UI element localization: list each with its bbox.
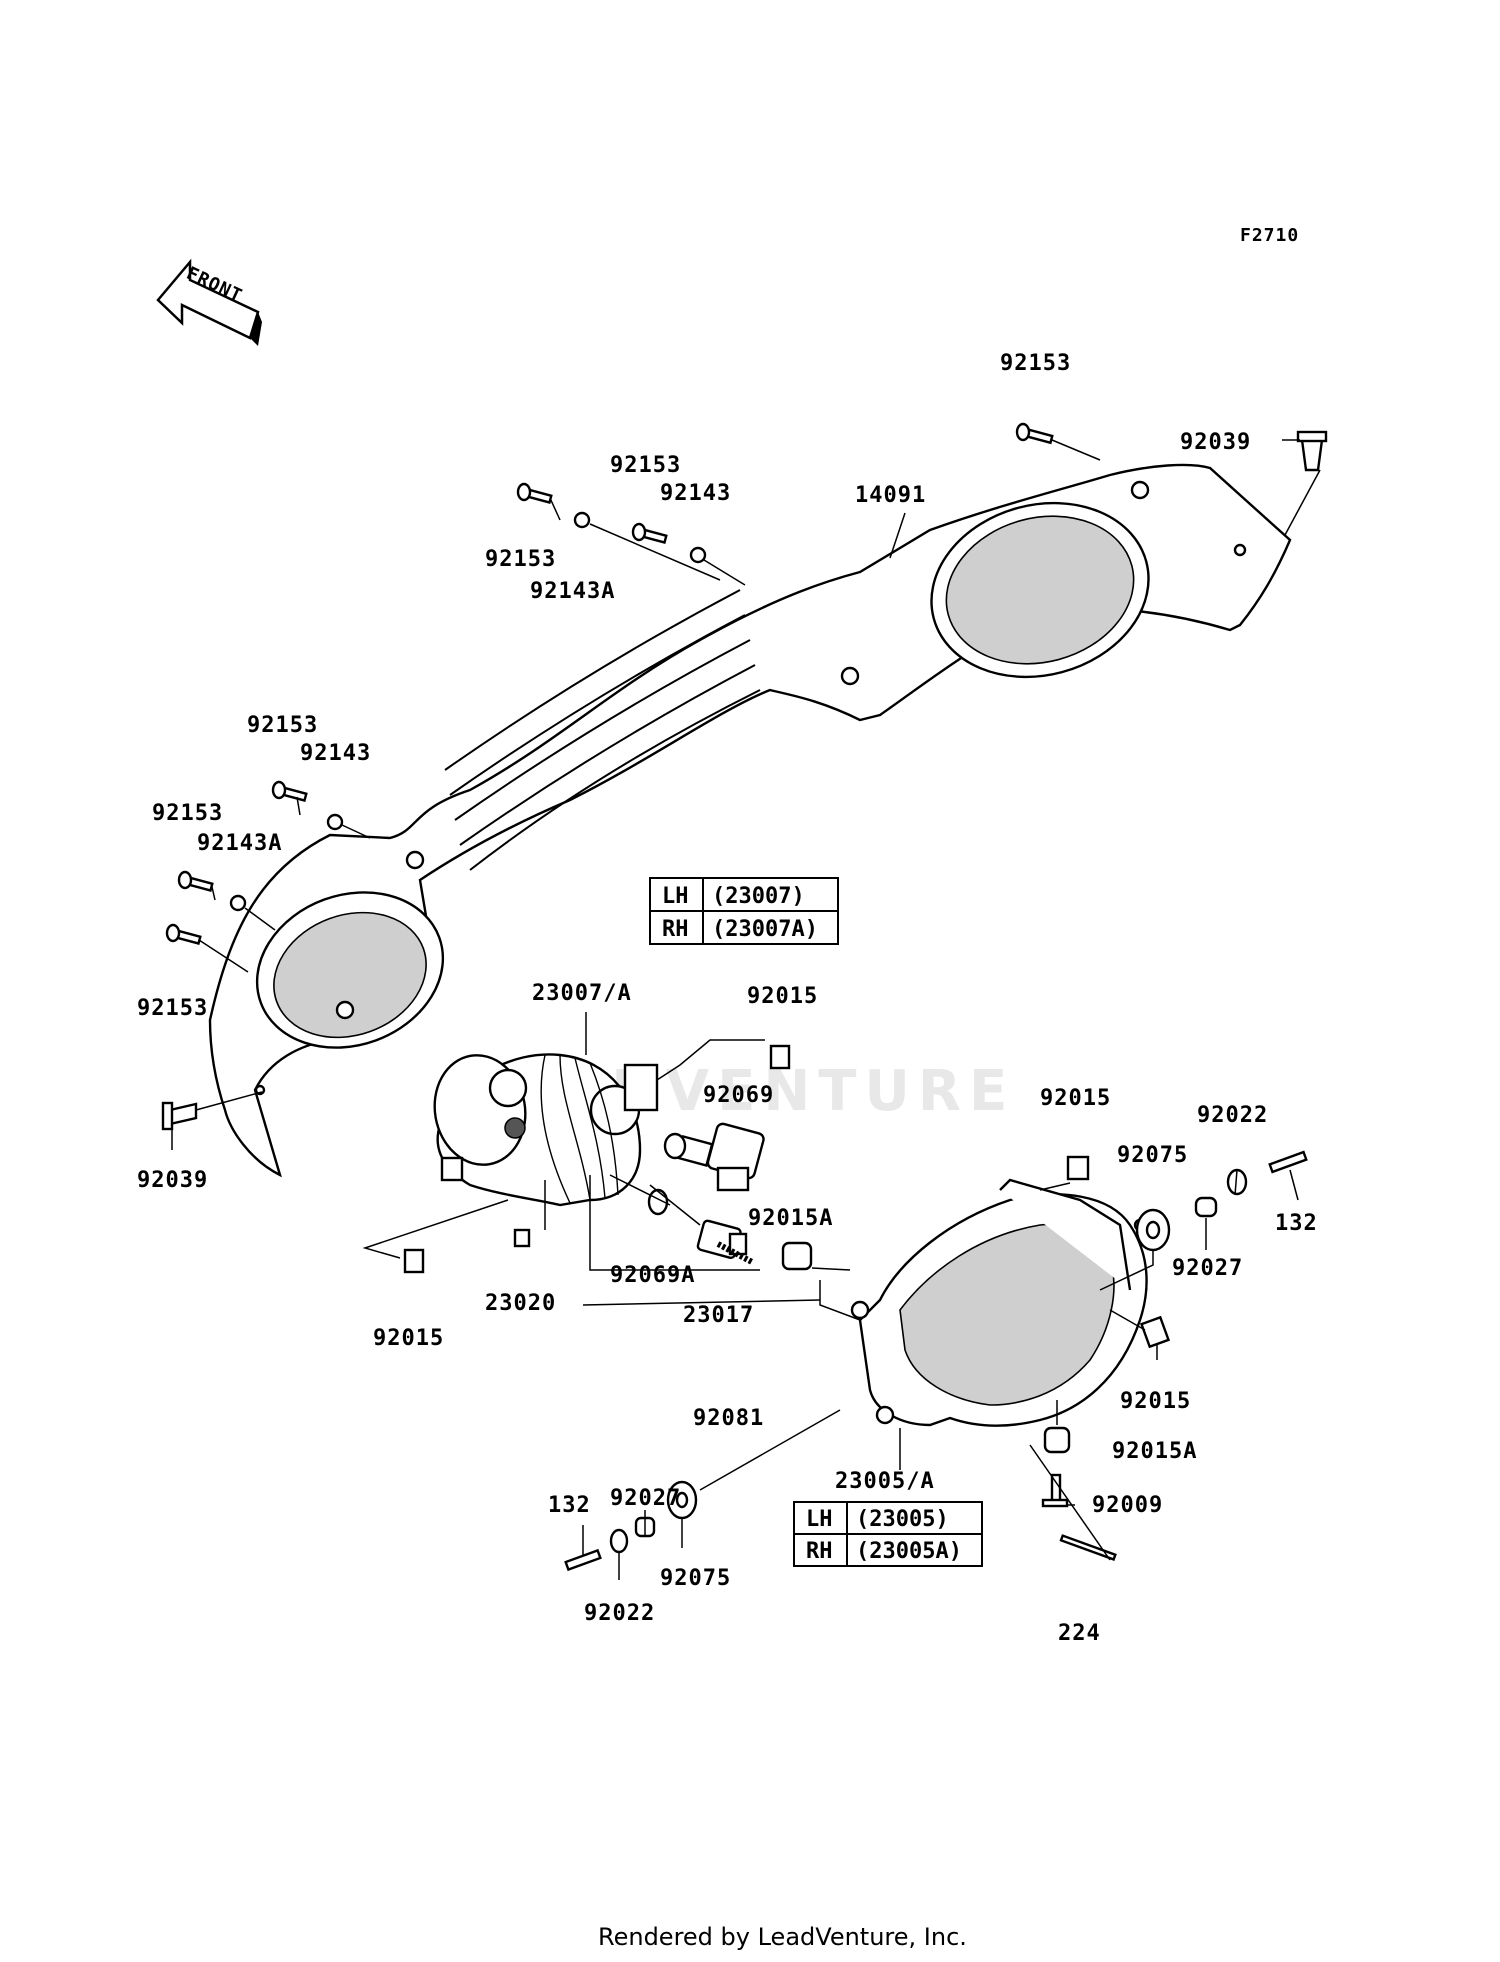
callout-132-right: 132 [1275,1211,1318,1236]
callout-92015A-b: 92015A [1112,1439,1197,1464]
callout-92015A-a: 92015A [748,1206,833,1231]
callout-92143-left: 92143 [300,741,371,766]
callout-labels: 92153 92039 92153 92143 14091 92153 9214… [137,351,1318,1646]
socket-23017 [706,1122,765,1192]
table-body-part-lh: (23005) [856,1507,949,1532]
clip-92039-left [161,1101,198,1131]
washer-92143A-top [573,511,591,529]
footer-credit: Rendered by LeadVenture, Inc. [598,1923,967,1951]
collar-92015A-upper [781,1241,813,1271]
clip-92015-left [403,1248,425,1274]
table-body-part-rh: (23005A) [856,1539,962,1564]
callout-92143-top: 92143 [660,481,731,506]
screw-92153-left2 [177,870,214,892]
callout-92022-right: 92022 [1197,1103,1268,1128]
callout-92015-c: 92015 [1040,1086,1111,1111]
bolt-132-left [564,1548,602,1572]
callout-92015-a: 92015 [747,984,818,1009]
callout-92039-right: 92039 [1180,430,1251,455]
bulb-92069 [663,1132,714,1167]
headlight-housing-23007 [433,1053,659,1207]
nut-23020 [513,1228,531,1248]
cover-grille [444,589,761,871]
clip-92015-right-lower [1139,1315,1171,1349]
table-body-lh-rh: LH (23005) RH (23005A) [793,1501,983,1567]
screw-92153-left3 [165,923,202,945]
callout-92022-left: 92022 [584,1601,655,1626]
screw-92153-top [1015,422,1054,445]
callout-92069A: 92069A [610,1263,695,1288]
spring-92081 [716,1241,754,1265]
callout-224: 224 [1058,1621,1101,1646]
figure-code: F2710 [1240,225,1299,246]
callout-92039-left: 92039 [137,1168,208,1193]
callout-23020: 23020 [485,1291,556,1316]
headlight-body-23005 [850,1178,1148,1427]
washer-92143-left [326,813,344,831]
callout-92069: 92069 [703,1083,774,1108]
table-housing-part-lh: (23007) [712,884,805,909]
washer-92143-top [689,546,707,564]
bolt-132-right [1268,1150,1308,1174]
callout-92009: 92009 [1092,1493,1163,1518]
screw-92153-mid [516,482,553,504]
clip-92039-right [1296,430,1328,472]
callout-92143A-left: 92143A [197,831,282,856]
screw-92153-left1 [271,780,308,802]
table-body-side-lh: LH [806,1507,833,1532]
callout-92027-left: 92027 [610,1486,681,1511]
callout-92081: 92081 [693,1406,764,1431]
spacer-92027-right [1194,1196,1218,1218]
callout-92027-right: 92027 [1172,1256,1243,1281]
callout-92015-b: 92015 [373,1326,444,1351]
callout-92015-d: 92015 [1120,1389,1191,1414]
callout-92075-left: 92075 [660,1566,731,1591]
callout-92143A-top: 92143A [530,579,615,604]
grommet-92075-left [666,1480,698,1520]
callout-23017: 23017 [683,1303,754,1328]
table-body-side-rh: RH [806,1539,833,1564]
callout-92153-left2: 92153 [152,801,223,826]
collar-92015A-lower [1043,1426,1071,1454]
table-housing-side-lh: LH [662,884,689,909]
clip-92015-right-upper [1066,1155,1090,1181]
grommet-92075-right [1135,1208,1171,1252]
callout-132-left: 132 [548,1493,591,1518]
clip-92015-upper [769,1044,791,1070]
washer-92022-left [609,1528,629,1554]
washer-92143A-left [229,894,247,912]
table-housing-lh-rh: LH (23007) RH (23007A) [649,877,839,945]
callout-23007A: 23007/A [532,981,632,1006]
callout-92153-left3: 92153 [137,996,208,1021]
callout-14091: 14091 [855,483,926,508]
headlight-cover-14091 [208,463,1292,1178]
callout-92153-left1: 92153 [247,713,318,738]
screw-92153-mid2 [631,522,668,544]
callout-92075-right: 92075 [1117,1143,1188,1168]
callout-23005A: 23005/A [835,1469,935,1494]
screw-224 [1059,1534,1117,1561]
callout-92153-top: 92153 [1000,351,1071,376]
callout-92153-mid: 92153 [610,453,681,478]
table-housing-side-rh: RH [662,917,689,942]
callout-92153-mid2: 92153 [485,547,556,572]
leader-lines [171,439,1321,1580]
front-arrow-icon: FRONT [156,258,262,346]
table-housing-part-rh: (23007A) [712,917,818,942]
